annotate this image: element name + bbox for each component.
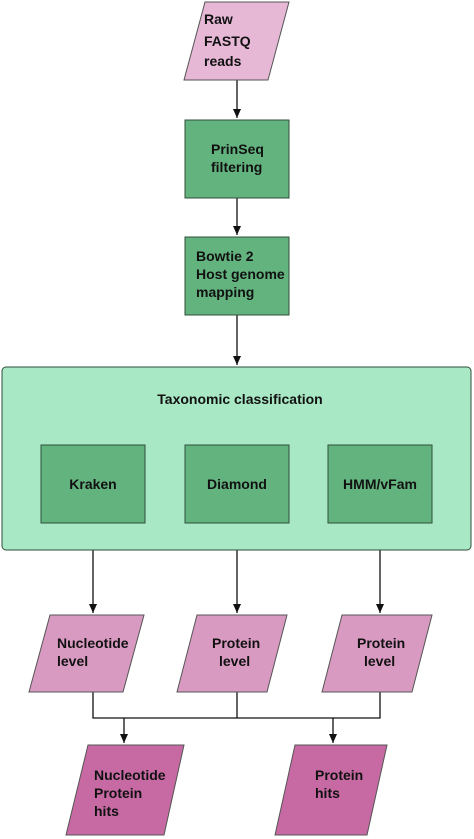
protein-level-node-1: Protein level — [176, 614, 288, 693]
nucleotide-protein-hits-line-2: Protein — [94, 785, 142, 801]
svg-text:Protein: Protein — [357, 635, 405, 651]
edges — [89, 80, 384, 743]
protein-level-2-line-2: level — [364, 653, 395, 669]
svg-text:Raw: Raw — [204, 11, 233, 27]
kraken-label: Kraken — [69, 476, 116, 492]
nucleotide-level-line-1: Nucleotide — [57, 635, 129, 651]
diamond-label: Diamond — [207, 476, 267, 492]
svg-text:Nucleotide: Nucleotide — [57, 635, 129, 651]
svg-text:Protein: Protein — [94, 785, 142, 801]
protein-level-1-line-2: level — [219, 653, 250, 669]
svg-text:hits: hits — [94, 803, 119, 819]
svg-text:Taxonomic classification: Taxonomic classification — [157, 391, 322, 407]
kraken-node: Kraken — [40, 444, 146, 524]
hmm-vfam-node: HMM/vFam — [327, 444, 433, 524]
svg-text:Kraken: Kraken — [69, 476, 116, 492]
raw-reads-line-1: Raw — [204, 11, 233, 27]
protein-hits-line-1: Protein — [315, 767, 363, 783]
prinseq-filtering-node: PrinSeq filtering — [184, 119, 290, 199]
svg-text:FASTQ: FASTQ — [204, 33, 251, 49]
bowtie-host-mapping-node: Bowtie 2 Host genome mapping — [184, 236, 290, 316]
classification-title: Taxonomic classification — [157, 391, 322, 407]
bowtie-line-3: mapping — [196, 284, 254, 300]
protein-hits-node: Protein hits — [274, 744, 388, 836]
svg-text:Nucleotide: Nucleotide — [94, 767, 166, 783]
nucleotide-level-node: Nucleotide level — [28, 614, 145, 693]
svg-text:HMM/vFam: HMM/vFam — [343, 476, 417, 492]
svg-text:mapping: mapping — [196, 284, 254, 300]
svg-text:reads: reads — [204, 53, 242, 69]
raw-reads-line-2: FASTQ — [204, 33, 251, 49]
nucleotide-protein-hits-line-3: hits — [94, 803, 119, 819]
nucleotide-protein-hits-node: Nucleotide Protein hits — [65, 744, 185, 836]
protein-level-node-2: Protein level — [321, 614, 433, 693]
bowtie-line-2: Host genome — [196, 266, 285, 282]
svg-text:Bowtie 2: Bowtie 2 — [196, 248, 254, 264]
hmm-vfam-label: HMM/vFam — [343, 476, 417, 492]
taxonomic-classification-group: Taxonomic classification Kraken Diamond … — [1, 366, 472, 551]
prinseq-line-1: PrinSeq — [211, 141, 264, 157]
svg-text:Protein: Protein — [315, 767, 363, 783]
nucleotide-level-line-2: level — [57, 653, 88, 669]
svg-text:hits: hits — [315, 785, 340, 801]
svg-text:Diamond: Diamond — [207, 476, 267, 492]
svg-text:filtering: filtering — [211, 159, 262, 175]
svg-text:Host genome: Host genome — [196, 266, 285, 282]
protein-hits-line-2: hits — [315, 785, 340, 801]
svg-text:level: level — [364, 653, 395, 669]
svg-text:Protein: Protein — [212, 635, 260, 651]
svg-text:PrinSeq: PrinSeq — [211, 141, 264, 157]
prinseq-line-2: filtering — [211, 159, 262, 175]
raw-reads-line-3: reads — [204, 53, 242, 69]
raw-fastq-reads-node: Raw FASTQ reads — [183, 1, 290, 81]
svg-text:level: level — [57, 653, 88, 669]
diamond-node: Diamond — [184, 444, 290, 524]
protein-level-2-line-1: Protein — [357, 635, 405, 651]
nucleotide-protein-hits-line-1: Nucleotide — [94, 767, 166, 783]
protein-level-1-line-1: Protein — [212, 635, 260, 651]
bowtie-line-1: Bowtie 2 — [196, 248, 254, 264]
svg-text:level: level — [219, 653, 250, 669]
